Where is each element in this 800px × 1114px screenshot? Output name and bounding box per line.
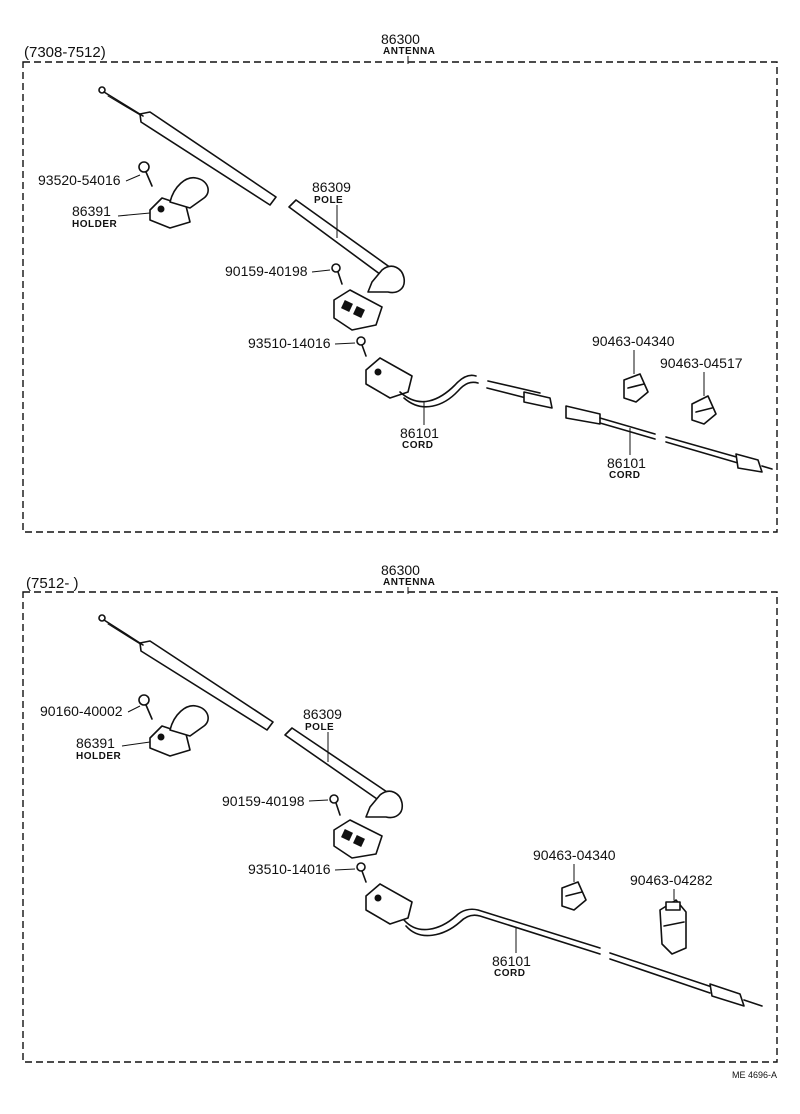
bottom-screw-c-label: 93510-14016 bbox=[248, 861, 331, 877]
bottom-range-label: (7512- ) bbox=[26, 575, 79, 592]
bottom-screw-a bbox=[138, 694, 153, 720]
top-screw-a-label: 93520-54016 bbox=[38, 172, 121, 188]
drawing-code: ME 4696-A bbox=[732, 1070, 777, 1080]
bottom-holder-name: HOLDER bbox=[76, 751, 122, 762]
bottom-holder-number: 86391 bbox=[76, 735, 115, 751]
bottom-clamp-a-label: 90463-04340 bbox=[533, 847, 616, 863]
bottom-cord bbox=[365, 883, 763, 1007]
top-pole-name: POLE bbox=[314, 195, 343, 206]
bottom-screw-b-label: 90159-40198 bbox=[222, 793, 305, 809]
top-cord-2-number: 86101 bbox=[607, 455, 646, 471]
top-cord-1 bbox=[365, 357, 553, 409]
bottom-antenna-name: ANTENNA bbox=[383, 577, 435, 588]
bottom-cord-number: 86101 bbox=[492, 953, 531, 969]
bottom-clamp-b bbox=[659, 899, 687, 955]
bottom-section: (7512- ) 86300 ANTENNA bbox=[22, 562, 778, 1063]
bottom-screw-b bbox=[329, 794, 341, 816]
bottom-screw-a-label: 90160-40002 bbox=[40, 703, 123, 719]
top-screw-b-label: 90159-40198 bbox=[225, 263, 308, 279]
bottom-mounting-base bbox=[333, 819, 383, 859]
top-screw-c-label: 93510-14016 bbox=[248, 335, 331, 351]
bottom-clamp-a bbox=[561, 881, 587, 911]
top-cord-1-number: 86101 bbox=[400, 425, 439, 441]
top-holder-name: HOLDER bbox=[72, 219, 118, 230]
top-screw-b bbox=[331, 263, 343, 285]
top-clamp-a bbox=[623, 373, 649, 403]
bottom-antenna-number: 86300 bbox=[381, 562, 420, 578]
top-cord-2 bbox=[565, 405, 773, 473]
bottom-antenna-mast bbox=[98, 614, 404, 819]
top-clamp-b-label: 90463-04517 bbox=[660, 355, 743, 371]
top-clamp-a-label: 90463-04340 bbox=[592, 333, 675, 349]
top-frame bbox=[22, 61, 778, 533]
top-range-label: (7308-7512) bbox=[24, 44, 106, 61]
top-clamp-b bbox=[691, 395, 717, 425]
top-holder-number: 86391 bbox=[72, 203, 111, 219]
bottom-cord-name: CORD bbox=[494, 968, 525, 979]
top-mounting-base bbox=[333, 289, 383, 331]
top-screw-c bbox=[356, 336, 367, 357]
top-pole-number: 86309 bbox=[312, 179, 351, 195]
bottom-frame bbox=[22, 591, 778, 1063]
top-holder bbox=[149, 177, 209, 229]
top-section: (7308-7512) 86300 ANTENNA bbox=[22, 31, 778, 533]
bottom-screw-c bbox=[356, 862, 367, 883]
bottom-pole-number: 86309 bbox=[303, 706, 342, 722]
top-antenna-number: 86300 bbox=[381, 31, 420, 47]
top-screw-a bbox=[138, 161, 153, 187]
top-cord-1-name: CORD bbox=[402, 440, 433, 451]
top-cord-2-name: CORD bbox=[609, 470, 640, 481]
bottom-holder bbox=[149, 705, 209, 757]
bottom-clamp-b-label: 90463-04282 bbox=[630, 872, 713, 888]
top-antenna-name: ANTENNA bbox=[383, 46, 435, 57]
top-antenna-mast bbox=[98, 86, 406, 294]
bottom-pole-name: POLE bbox=[305, 722, 334, 733]
